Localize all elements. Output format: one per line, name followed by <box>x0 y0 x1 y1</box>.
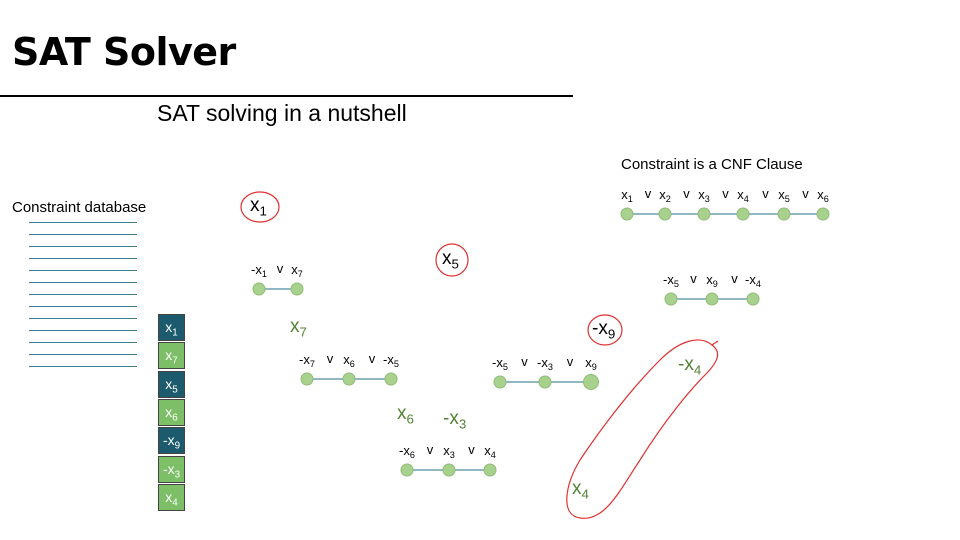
clause-literal: -x5 <box>663 272 679 290</box>
decision-not-x9: -x9 <box>592 318 616 342</box>
clause-not-x5-or-not-x3-or-x9-node <box>493 375 507 389</box>
clause-literal: -x3 <box>537 355 553 373</box>
clause-literal: x4 <box>484 443 496 461</box>
clause-not-x5-or-x9-or-not-x4-node <box>746 292 760 306</box>
constraint-line <box>29 246 137 247</box>
clause-not-x6-or-x3-or-x4-node <box>483 463 497 477</box>
clause-cnf-example-node <box>620 207 634 221</box>
or-connective: v <box>644 186 652 201</box>
constraint-line <box>29 354 137 355</box>
clause-literal: x3 <box>443 443 455 461</box>
trail-entry-decision: -x9 <box>158 427 185 455</box>
constraint-line <box>29 366 137 367</box>
or-connective: v <box>722 186 729 201</box>
clause-cnf-example-node <box>777 207 791 221</box>
constraint-line <box>29 270 137 271</box>
trail-entry-implied: x6 <box>158 398 185 426</box>
or-connective: v <box>276 261 284 276</box>
clause-literal: -x4 <box>745 272 761 290</box>
implied-x4: x4 <box>572 478 589 502</box>
clause-literal: x1 <box>621 187 633 205</box>
clause-literal: x6 <box>343 352 355 370</box>
clause-not-x1-or-x7-node <box>290 282 304 296</box>
clause-literal: -x1 <box>251 262 267 280</box>
decision-x5: x5 <box>442 248 459 272</box>
or-connective: v <box>468 442 475 457</box>
decision-circle <box>240 191 280 223</box>
constraint-line <box>29 306 137 307</box>
clause-not-x5-or-not-x3-or-x9-node <box>538 375 552 389</box>
trail-entry-decision: x1 <box>158 314 185 341</box>
clause-not-x6-or-x3-or-x4-node <box>442 463 456 477</box>
decision-circle <box>587 314 623 346</box>
clause-cnf-example-node <box>658 207 672 221</box>
trail-entry-implied: x7 <box>158 342 185 370</box>
clause-cnf-example-node <box>697 207 711 221</box>
or-connective: v <box>521 354 528 369</box>
constraint-line <box>29 330 137 331</box>
implied-x7: x7 <box>290 316 307 340</box>
clause-literal: -x5 <box>492 355 508 373</box>
clause-literal: x4 <box>737 187 749 205</box>
or-connective: v <box>426 442 434 457</box>
clause-not-x6-or-x3-or-x4-node <box>400 463 414 477</box>
clause-literal: x5 <box>778 187 790 205</box>
constraint-line <box>29 294 137 295</box>
clause-cnf-example-node <box>736 207 750 221</box>
or-connective: v <box>683 186 690 201</box>
clause-not-x5-or-x9-or-not-x4-node <box>664 292 678 306</box>
constraint-line <box>29 222 137 223</box>
clause-not-x7-or-x6-or-not-x5-node <box>342 372 356 386</box>
constraint-line <box>29 234 137 235</box>
or-connective: v <box>326 351 334 366</box>
or-connective: v <box>802 186 809 201</box>
constraint-line <box>29 342 137 343</box>
or-connective: v <box>762 186 769 201</box>
clause-literal: x9 <box>706 272 718 290</box>
trail-entry-implied: x4 <box>158 483 185 511</box>
clause-literal: x2 <box>659 187 671 205</box>
clause-not-x5-or-x9-or-not-x4-node <box>705 292 719 306</box>
clause-literal: x7 <box>291 262 303 280</box>
decision-circle <box>435 243 469 277</box>
constraint-line <box>29 318 137 319</box>
or-connective: v <box>368 351 376 366</box>
clause-literal: x6 <box>817 187 829 205</box>
clause-not-x1-or-x7-node <box>252 282 266 296</box>
constraint-database-label: Constraint database <box>12 199 147 216</box>
implied-not-x4: -x4 <box>678 354 702 378</box>
clause-literal: -x6 <box>399 443 415 461</box>
or-connective: v <box>566 354 574 369</box>
implied-x6: x6 <box>397 403 414 427</box>
slide-title: SAT Solver <box>12 30 236 74</box>
or-connective: v <box>731 271 738 286</box>
constraint-line <box>29 282 137 283</box>
trail-entry-implied: -x3 <box>158 455 185 483</box>
clause-not-x5-or-not-x3-or-x9-node <box>583 374 599 390</box>
clause-literal: -x7 <box>299 352 315 370</box>
trail-entry-decision: x5 <box>158 370 185 398</box>
clause-not-x7-or-x6-or-not-x5-node <box>384 372 398 386</box>
clause-literal: x9 <box>585 355 597 373</box>
clause-cnf-example-node <box>816 207 830 221</box>
constraint-line <box>29 258 137 259</box>
title-divider <box>0 95 573 97</box>
clause-literal: x3 <box>698 187 710 205</box>
cnf-clause-label: Constraint is a CNF Clause <box>621 156 803 173</box>
conflict-loop <box>566 339 719 519</box>
decision-x1: x1 <box>250 195 267 219</box>
or-connective: v <box>690 271 697 286</box>
clause-literal: -x5 <box>383 352 399 370</box>
slide-subtitle: SAT solving in a nutshell <box>157 100 407 126</box>
clause-not-x7-or-x6-or-not-x5-node <box>300 372 314 386</box>
implied-not-x3: -x3 <box>443 408 467 432</box>
